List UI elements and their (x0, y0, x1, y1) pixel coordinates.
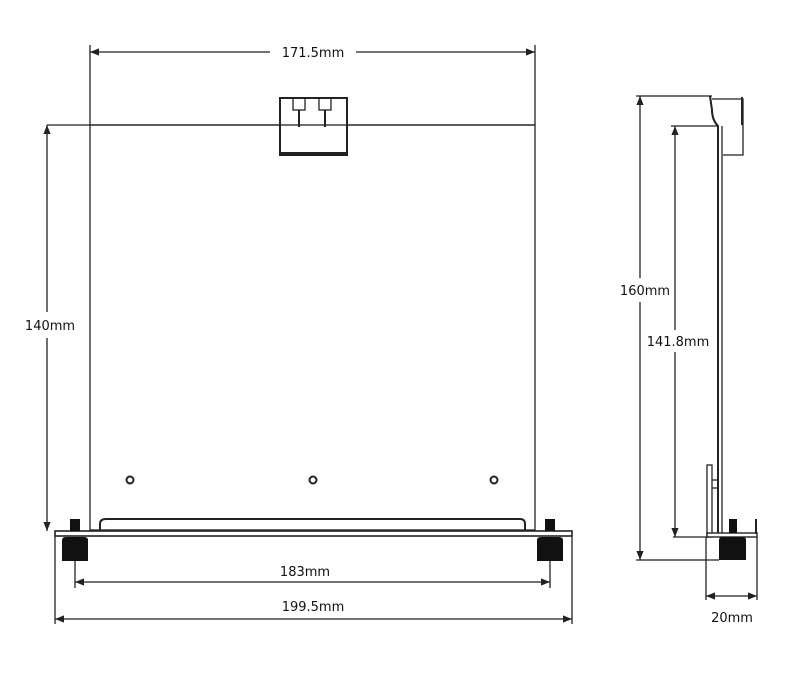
dim-overall-height-label: 160mm (620, 284, 670, 299)
mounting-hole (308, 475, 318, 485)
board-panel (89, 124, 536, 531)
front-view: 171.5mm 140mm 183mm 199.5mm (25, 45, 573, 624)
dim-knob-spacing-label: 183mm (280, 565, 330, 580)
dim-depth-label: 20mm (711, 611, 753, 626)
side-knob (719, 537, 746, 560)
mounting-hole (489, 475, 499, 485)
dim-panel-height-label: 141.8mm (647, 335, 710, 350)
dim-width-label: 171.5mm (282, 46, 345, 61)
mounting-hole (125, 475, 135, 485)
knob-left (62, 519, 88, 561)
connector (279, 97, 348, 156)
dim-overall-width-label: 199.5mm (282, 600, 345, 615)
knob-right (537, 519, 563, 561)
side-front-panel (706, 464, 718, 538)
front-rail (54, 530, 573, 537)
side-view: 160mm 141.8mm 20mm (620, 95, 758, 626)
dim-height-label: 140mm (25, 319, 75, 334)
base-plate (99, 518, 526, 532)
